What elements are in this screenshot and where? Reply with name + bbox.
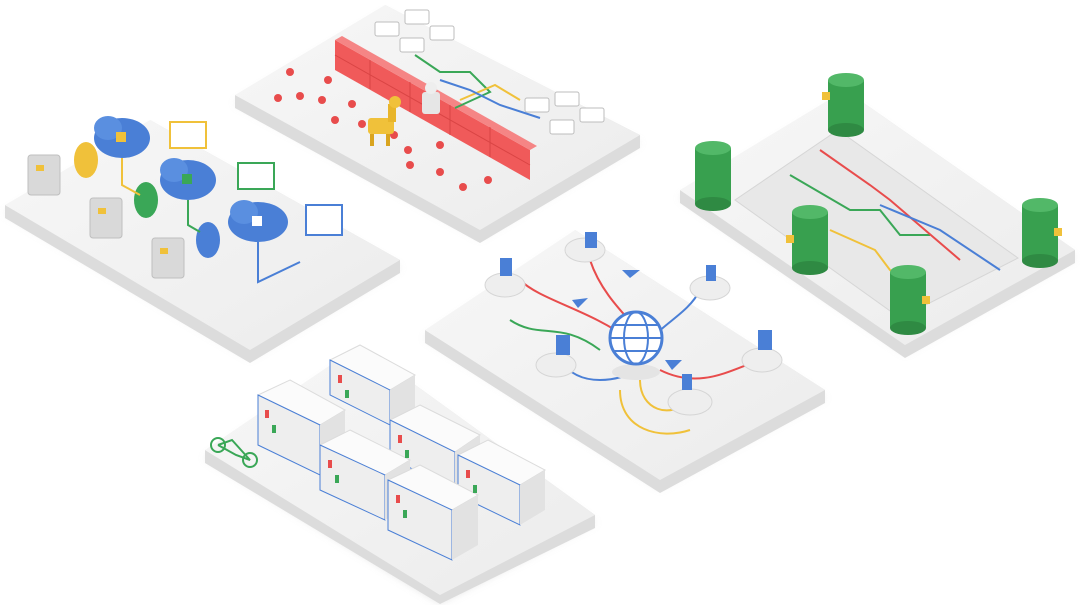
database-platform — [680, 73, 1075, 358]
cloud-lock-icon — [94, 116, 288, 242]
threat-icon — [274, 68, 492, 191]
global-network-platform — [425, 230, 825, 493]
server-rack-icon — [256, 344, 547, 561]
monitor-icon — [169, 121, 343, 236]
globe-icon — [608, 310, 664, 380]
cloud-node-icon — [484, 237, 783, 416]
data-center-platform — [205, 344, 595, 604]
robot-icon — [422, 82, 440, 114]
database-icon — [695, 73, 1062, 335]
trojan-horse-icon — [368, 96, 401, 146]
fingerprint-icon — [74, 142, 220, 258]
firewall-platform — [235, 5, 640, 243]
laptop-icon — [500, 232, 772, 390]
identity-cloud-platform — [5, 116, 400, 363]
bicycle-icon — [210, 437, 258, 468]
workstation-icon — [374, 9, 605, 135]
